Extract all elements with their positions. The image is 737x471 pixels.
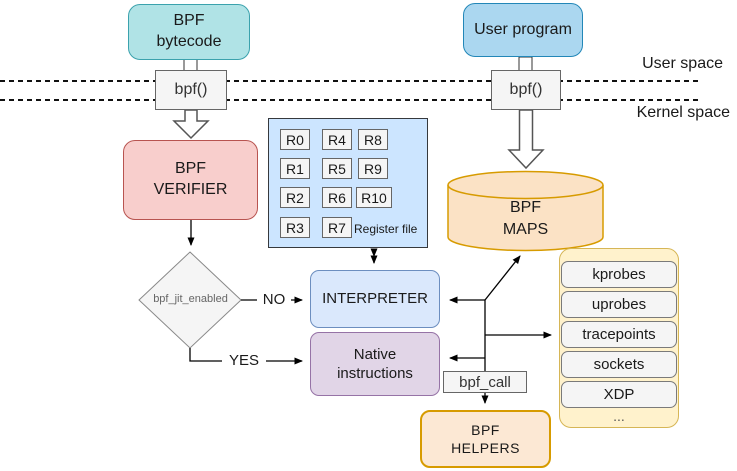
maps-cylinder-body bbox=[447, 185, 604, 252]
bpf-call-label: bpf_call bbox=[459, 373, 511, 391]
arrow-junction-to-maps bbox=[484, 255, 521, 301]
register-r7: R7 bbox=[322, 217, 352, 238]
yes-branch-label: YES bbox=[222, 352, 266, 369]
native-line1: Native bbox=[353, 345, 397, 363]
no-branch-label: NO bbox=[257, 291, 291, 308]
native-instructions-box: Native instructions bbox=[310, 332, 440, 396]
bpf-syscall-label: bpf() bbox=[174, 80, 208, 98]
kernel-space-label: Kernel space bbox=[636, 104, 730, 121]
bpf-bytecode-line2: bytecode bbox=[156, 33, 222, 50]
bpf-syscall-label: bpf() bbox=[509, 80, 543, 98]
hook-tracepoints: tracepoints bbox=[561, 321, 677, 348]
hook-more-ellipsis: ... bbox=[613, 408, 625, 424]
native-line2: instructions bbox=[337, 365, 413, 382]
bpf-helpers-box: BPF HELPERS bbox=[420, 410, 551, 468]
hook-sockets: sockets bbox=[561, 351, 677, 378]
bpf-helpers-line1: BPF bbox=[471, 421, 500, 438]
register-r5: R5 bbox=[322, 158, 352, 179]
bpf-maps-line2: MAPS bbox=[502, 221, 549, 239]
hook-uprobes: uprobes bbox=[561, 291, 677, 318]
user-space-label: User space bbox=[642, 55, 723, 72]
bpf-verifier-line1: BPF bbox=[174, 160, 207, 178]
register-r6: R6 bbox=[322, 187, 352, 208]
user-program-box: User program bbox=[463, 3, 583, 57]
userprogram-to-syscall-connector bbox=[518, 56, 533, 72]
register-r3: R3 bbox=[280, 217, 310, 238]
maps-cylinder-top bbox=[447, 170, 604, 200]
jit-decision-label: bpf_jit_enabled bbox=[153, 293, 228, 305]
bpf-helpers-line2: HELPERS bbox=[451, 440, 520, 456]
bpf-verifier-line2: VERIFIER bbox=[153, 181, 228, 198]
hook-xdp: XDP bbox=[561, 381, 677, 408]
bpf-bytecode-line1: BPF bbox=[173, 12, 205, 30]
bpf-syscall-box-left: bpf() bbox=[155, 70, 227, 110]
register-r4: R4 bbox=[322, 129, 352, 150]
bpf-maps-label: BPF MAPS bbox=[448, 197, 603, 242]
bpf-maps-line1: BPF bbox=[509, 199, 542, 216]
bpf-syscall-box-right: bpf() bbox=[491, 70, 561, 110]
interpreter-box: INTERPRETER bbox=[310, 270, 440, 328]
user-program-label: User program bbox=[474, 20, 572, 38]
bpf-call-label-box: bpf_call bbox=[443, 371, 527, 393]
register-file-caption: Register file bbox=[354, 222, 418, 236]
bpf-verifier-box: BPF VERIFIER bbox=[123, 140, 258, 220]
register-r8: R8 bbox=[358, 129, 388, 150]
hook-kprobes: kprobes bbox=[561, 261, 677, 288]
syscall-to-maps-block-arrow bbox=[507, 109, 545, 170]
register-r0: R0 bbox=[280, 129, 310, 150]
register-r10: R10 bbox=[356, 187, 392, 208]
bpf-bytecode-box: BPF bytecode bbox=[128, 4, 250, 60]
register-r1: R1 bbox=[280, 158, 310, 179]
syscall-to-verifier-block-arrow bbox=[172, 109, 210, 140]
register-r2: R2 bbox=[280, 187, 310, 208]
register-r9: R9 bbox=[358, 158, 388, 179]
interpreter-label: INTERPRETER bbox=[322, 290, 428, 308]
